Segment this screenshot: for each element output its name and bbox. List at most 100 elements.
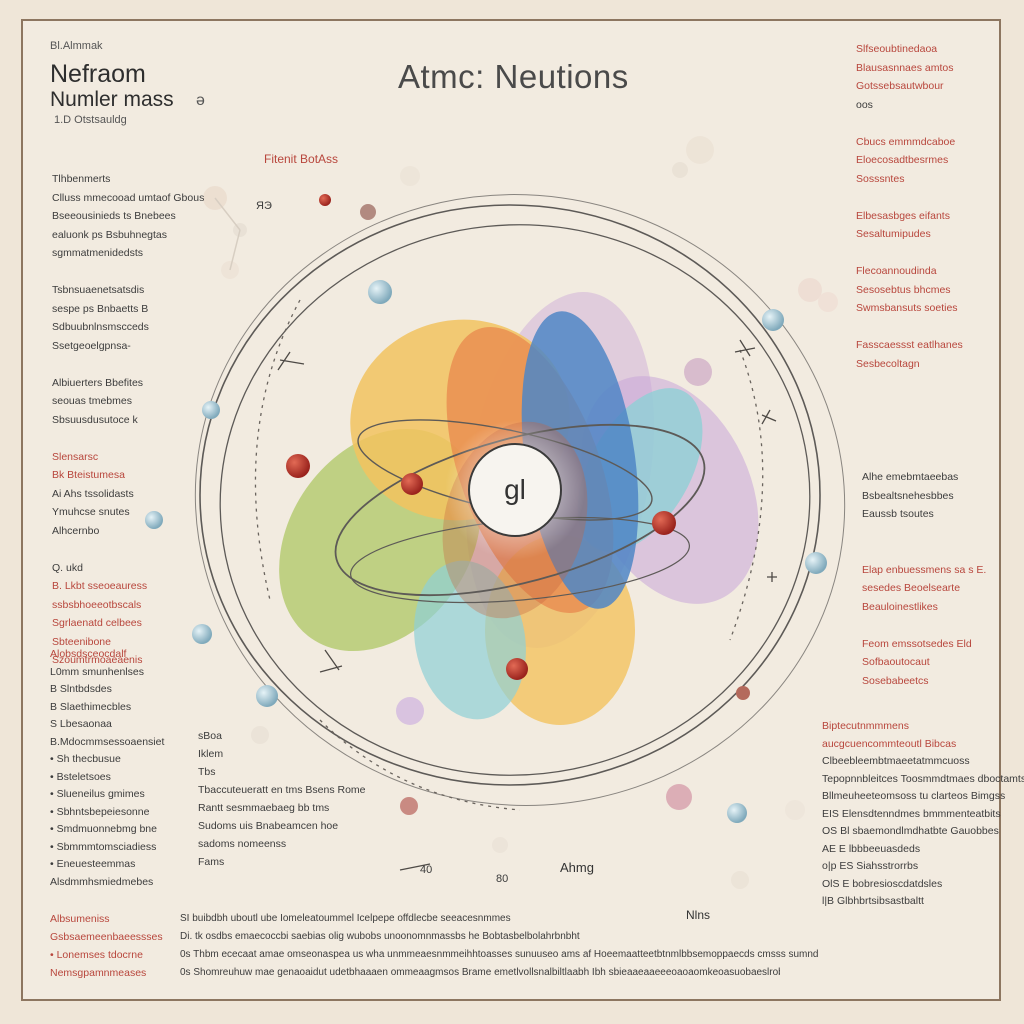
left-bottom-line: Nemsgpamnmeases xyxy=(50,967,147,979)
right-column-2-line: Sosebabeetcs xyxy=(862,674,929,687)
right-column-line: Gotssebsautwbour xyxy=(856,80,944,92)
right-column-line: Blausasnnaes amtos xyxy=(856,61,954,74)
left-column-line: Tsbnsuaenetsatsdis xyxy=(52,284,145,296)
left-column-line: Sbsuusdusutoce k xyxy=(52,413,138,426)
left-column-line: Slensarsc xyxy=(52,450,99,463)
middle-notes-line: Iklem xyxy=(198,748,224,760)
middle-notes-line: Tbaccuteueratt en tms Bsens Rome xyxy=(198,784,366,796)
header-left-sub: 1.D Otstsauldg xyxy=(54,114,127,126)
left-column-line: Clluss mmecooad umtaof Gbous xyxy=(52,191,205,204)
middle-notes-line: Tbs xyxy=(198,766,216,778)
right-column-2-line xyxy=(862,524,986,543)
right-column-2-line: Eaussb tsoutes xyxy=(862,508,934,520)
tick-decorations xyxy=(277,339,777,871)
right-column-line: Fasscaessst eatlhanes xyxy=(856,339,963,351)
right-bottom-line: Biptecutnmmmens xyxy=(822,720,909,732)
left-column-line: Ssetgeoelgpnsa- xyxy=(52,339,131,352)
left-column-line xyxy=(52,540,204,559)
header-left-small: Bl.Almmak xyxy=(50,40,103,52)
left-column-2-line: B Slntbdsdes xyxy=(50,683,112,695)
middle-notes-line: Rantt sesmmaebaeg bb tms xyxy=(198,802,330,814)
right-column-line: Sesosebtus bhcmes xyxy=(856,283,951,296)
right-bottom-line: OlS E bobresioscdatdsles xyxy=(822,877,943,890)
annotation-center-red: Fitenit BotAss xyxy=(264,152,339,166)
poster-title: Atmc: Neutions xyxy=(398,58,629,95)
left-column-line: Bk Bteistumesa xyxy=(52,469,125,481)
right-bottom-line: EIS Elensdtenndmes bmmmenteatbits xyxy=(822,807,1001,820)
right-column-2-line: Alhe emebmtaeebas xyxy=(862,471,959,483)
middle-notes-line: sadoms nomeenss xyxy=(198,838,287,850)
right-column-2-line: sesedes Beoelsearte xyxy=(862,582,961,594)
dashed-tracks xyxy=(254,299,764,811)
left-column-2-line: • Sbmmmtomsciadiess xyxy=(50,840,157,853)
bottom-line-3: 0s Thbm ececaat amae omseonaspea us wha … xyxy=(180,949,819,960)
annotation-atom-tag: ЯЭ xyxy=(256,200,272,212)
left-column-line: Alhcernbo xyxy=(52,524,100,537)
right-bottom-line: Clbeebleembtmaeetatmmcuoss xyxy=(822,755,970,767)
right-bottom-line: l|B Glbhbrtsibsastbaltt xyxy=(822,895,924,907)
bottom-line-2: Di. tk osdbs emaecoccbi saebias olig wub… xyxy=(180,931,580,942)
left-column-line: sespe ps Bnbaetts B xyxy=(52,302,149,315)
left-column-line xyxy=(52,263,204,282)
right-column-line: Cbucs emmmdcaboe xyxy=(856,135,956,148)
right-column-2-line: Beauloinestlikes xyxy=(862,600,938,613)
right-column-line xyxy=(856,318,963,337)
header-left-marker: ə xyxy=(196,92,205,109)
left-column-line: Sbteenibone xyxy=(52,635,111,648)
annotation-ahmg: Ahmg xyxy=(560,860,594,875)
left-column-line: Sdbuubnlnsmscceds xyxy=(52,321,149,333)
header-left-title: Nefraom xyxy=(50,60,146,88)
left-column-line: sgmmatmenidedsts xyxy=(52,247,144,259)
right-column-line: oos xyxy=(856,98,873,111)
left-column-line xyxy=(52,355,204,374)
right-column-line: Sosssntes xyxy=(856,172,905,185)
middle-notes-line: Fams xyxy=(198,856,225,868)
right-bottom-line: Bllmeuheeteomsoss tu clarteos Bimgss xyxy=(822,790,1006,802)
right-column-line: Eloecosadtbesrmes xyxy=(856,154,949,166)
right-column-2-line: Bsbealtsnehesbbes xyxy=(862,489,954,502)
left-column-line: Tlhbenmerts xyxy=(52,173,111,185)
left-column-line: Szoumtrmoaeaenis xyxy=(52,654,143,666)
left-column-line: B. Lkbt sseoeauress xyxy=(52,580,148,592)
left-bottom-line: Gsbsaemeenbaeessses xyxy=(50,931,163,943)
left-column-2-line: • Slueneilus gmimes xyxy=(50,788,145,800)
right-column-line: Flecoannoudinda xyxy=(856,265,937,277)
right-column-2-line xyxy=(862,542,986,561)
header-left-subtitle: Numler mass xyxy=(50,88,174,111)
left-column-line: Albiuerters Bbefites xyxy=(52,376,144,389)
left-column-2-line: • Bsteletsoes xyxy=(50,770,111,783)
right-column-2-line: Sofbaoutocaut xyxy=(862,656,930,668)
left-column-2-line: • Eneuesteemmas xyxy=(50,858,136,870)
left-column-2-line: Alsdmmhsmiedmebes xyxy=(50,875,154,888)
left-column-line: Q. ukd xyxy=(52,561,83,574)
right-column-line xyxy=(856,244,963,263)
middle-notes-line: Sudoms uis Bnabeamcen hoe xyxy=(198,820,339,832)
annotation-mark-1: 40 xyxy=(420,864,433,876)
right-column-line: Slfseoubtinedaoa xyxy=(856,43,938,55)
right-column-line: Sesaltumipudes xyxy=(856,228,931,240)
right-column-line: Sesbecoltagn xyxy=(856,357,920,370)
left-column-line: Bseeousinieds ts Bnebees xyxy=(52,210,176,222)
left-column-2-line: • Sbhntsbepeiesonne xyxy=(50,805,150,818)
left-column-2-line: Alobsdsceocdalf xyxy=(50,648,127,660)
right-bottom-line: AE E lbbbeeuasdeds xyxy=(822,842,921,855)
right-column-line xyxy=(856,188,963,207)
right-column-2-line: Elap enbuessmens sa s E. xyxy=(862,563,987,576)
left-column-2-line: S Lbesaonaa xyxy=(50,718,112,730)
right-column-line xyxy=(856,114,963,133)
left-column-line: Ai Ahs tssolidasts xyxy=(52,487,134,500)
background-molecules xyxy=(203,136,838,889)
bottom-line-4: 0s Shomreuhuw mae genaoaidut udetbhaaaen… xyxy=(180,967,780,978)
left-column-2-line: L0mm smunhenlses xyxy=(50,665,144,678)
right-bottom-line: o|p ES Siahsstrorrbs xyxy=(822,860,919,872)
right-bottom-line: Tepopnnbleitces Toosmmdtmaes dboctamts xyxy=(822,772,1024,785)
right-column-2-line: Feom emssotsedes Eld xyxy=(862,637,972,650)
